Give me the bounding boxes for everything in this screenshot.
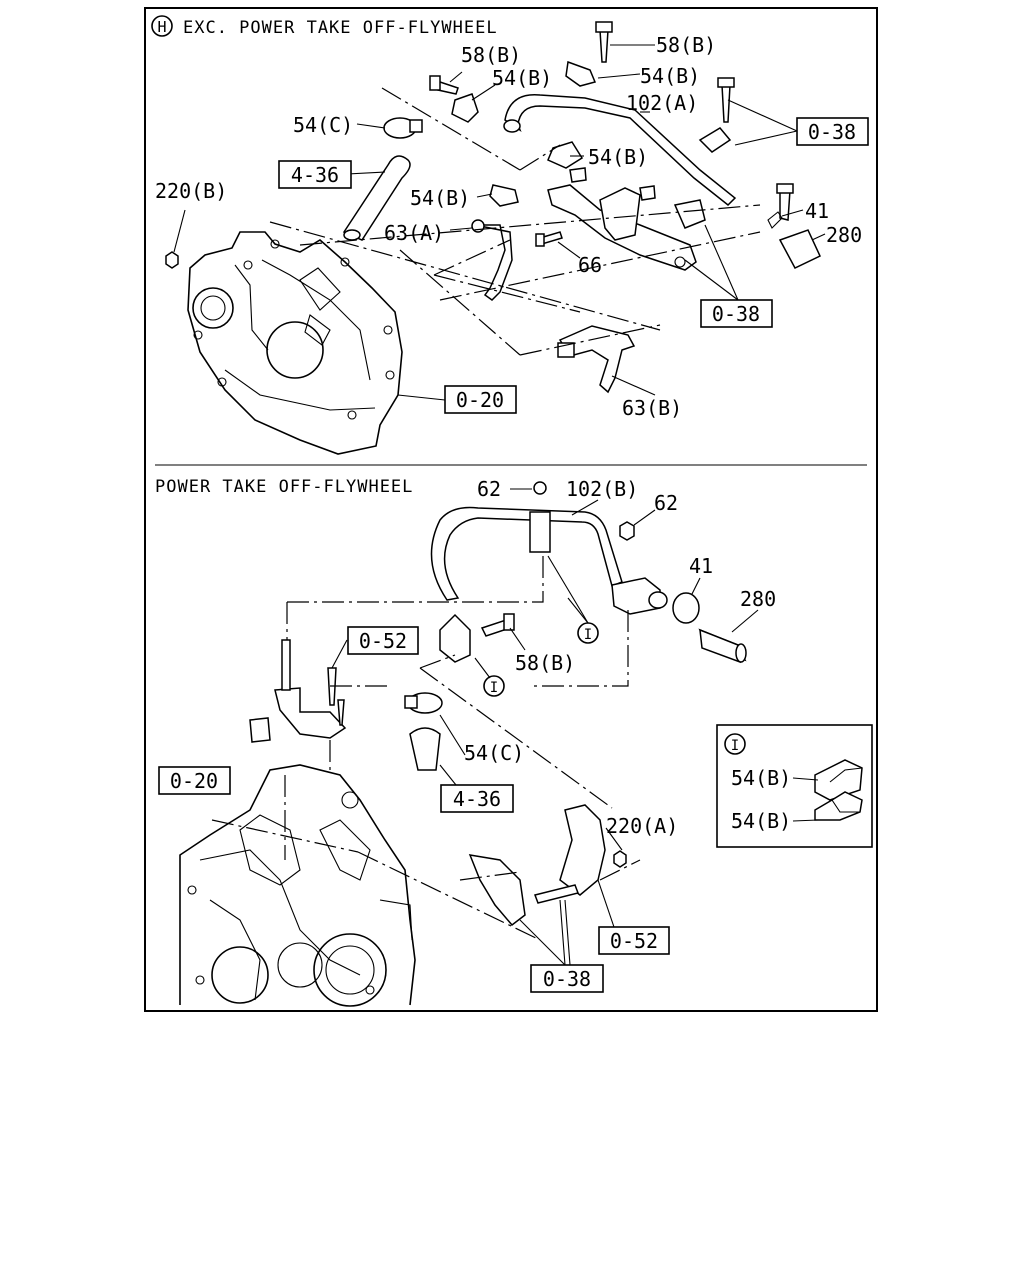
label-220b: 220(B): [155, 179, 227, 203]
detail-box-marker: I: [731, 738, 739, 754]
ref-box-0-38-lower: [530, 964, 604, 993]
ref-0-52-a[interactable]: 0-52: [359, 629, 407, 653]
ref-0-38-lower[interactable]: 0-38: [543, 967, 591, 991]
detail-label-1: 54(B): [731, 766, 791, 790]
clip-54b-4: [489, 184, 519, 207]
upper-section: H EXC. POWER TAKE OFF-FLYWHEEL: [151, 15, 869, 455]
clamp-41-lower: [672, 592, 700, 624]
ref-box-4-36-lower: [440, 784, 514, 813]
ref-4-36-lower[interactable]: 4-36: [453, 787, 501, 811]
bracket-lower: [274, 687, 347, 739]
bolt-0-52: [281, 639, 291, 691]
pipe-102b: [430, 506, 623, 601]
detail-i-marker-2: I: [490, 680, 498, 696]
pipe-102a: [504, 93, 737, 207]
section-marker: H: [157, 18, 166, 36]
detail-box-marker-circle: [724, 733, 746, 755]
ref-0-20-lower[interactable]: 0-20: [170, 769, 218, 793]
clip-63b: [558, 325, 636, 394]
nut-220a: [613, 850, 627, 868]
label-54b-3: 54(B): [588, 145, 648, 169]
label-58b-lower: 58(B): [515, 651, 575, 675]
ref-0-52-b[interactable]: 0-52: [610, 929, 658, 953]
label-41-lower: 41: [689, 554, 713, 578]
ref-0-38-a[interactable]: 0-38: [808, 120, 856, 144]
label-63b: 63(B): [622, 396, 682, 420]
label-54b-4: 54(B): [410, 186, 470, 210]
ref-box-4-36-upper: [278, 160, 352, 189]
clamp-41-upper: [767, 211, 783, 229]
clip-detail-2: [814, 791, 863, 821]
upper-section-title: EXC. POWER TAKE OFF-FLYWHEEL: [183, 18, 498, 38]
clip-54b-2: [451, 93, 479, 123]
nut-62-1: [533, 481, 547, 495]
lower-section-title: POWER TAKE OFF-FLYWHEEL: [155, 477, 413, 497]
label-62-2: 62: [654, 491, 678, 515]
label-41-upper: 41: [805, 199, 829, 223]
clip-54b-3: [547, 141, 584, 169]
clip-63a: [474, 224, 513, 301]
detail-label-2: 54(B): [731, 809, 791, 833]
hose-280-upper: [778, 229, 821, 269]
label-102b: 102(B): [566, 477, 638, 501]
ref-0-20-upper[interactable]: 0-20: [456, 388, 504, 412]
ref-0-38-b[interactable]: 0-38: [712, 302, 760, 326]
bolt-58b-2: [437, 81, 459, 95]
label-58b-1: 58(B): [461, 43, 521, 67]
pipe-end-lower: [439, 613, 471, 663]
nut-62-2: [619, 521, 635, 541]
lower-section: POWER TAKE OFF-FLYWHEEL: [155, 477, 776, 1007]
bracket-lower-center: [468, 854, 526, 927]
label-220a: 220(A): [606, 814, 678, 838]
ref-4-36-upper[interactable]: 4-36: [291, 163, 339, 187]
diagram-frame: [144, 7, 878, 1012]
ref-box-0-52-a: [347, 626, 419, 655]
clip-detail-1: [814, 759, 863, 801]
ref-box-0-38-b: [700, 299, 773, 328]
ref-box-0-38-a: [796, 117, 869, 146]
bolt-top-right: [721, 84, 731, 123]
clip-top-right: [698, 127, 732, 153]
flywheel-housing-upper: [187, 231, 403, 455]
label-58b-2: 58(B): [656, 33, 716, 57]
detail-box-i: I 54(B) 54(B): [716, 724, 873, 848]
ref-box-0-52-b: [598, 926, 670, 955]
clip-54b-1: [565, 60, 597, 87]
label-62-1: 62: [477, 477, 501, 501]
section-marker-circle: [151, 15, 173, 37]
hose-lower: [409, 727, 441, 771]
label-63a: 63(A): [384, 221, 444, 245]
label-66: 66: [578, 253, 602, 277]
label-54c-upper: 54(C): [293, 113, 353, 137]
ref-box-0-20-lower: [158, 766, 231, 795]
detail-i-circle-2: [483, 675, 505, 697]
bolt-58b-1: [599, 29, 609, 63]
label-54b-1: 54(B): [492, 66, 552, 90]
label-280-upper: 280: [826, 223, 862, 247]
bolt-lower: [534, 884, 579, 904]
ref-box-0-20-upper: [444, 385, 517, 414]
detail-i-marker-1: I: [584, 627, 592, 643]
label-54c-lower: 54(C): [464, 741, 524, 765]
label-280-lower: 280: [740, 587, 776, 611]
label-54b-2: 54(B): [640, 64, 700, 88]
nut-220b: [165, 251, 179, 269]
hose-upper: [342, 155, 411, 241]
label-102a: 102(A): [626, 91, 698, 115]
flywheel-housing-lower: [179, 764, 416, 1007]
